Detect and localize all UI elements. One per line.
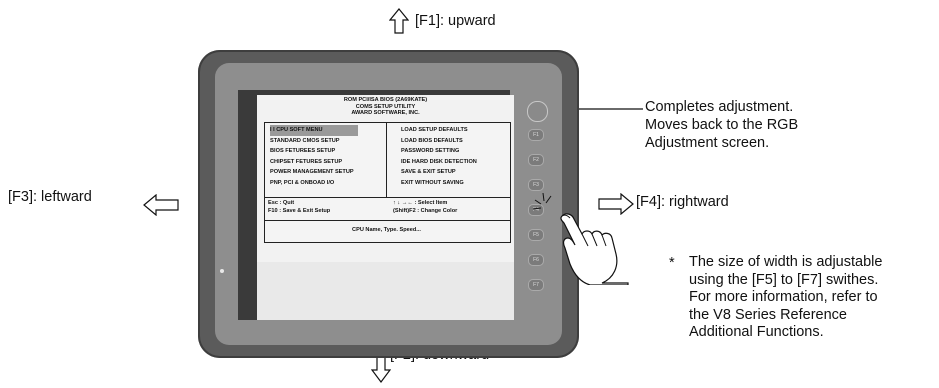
- note-line-4: the V8 Series Reference: [689, 306, 847, 323]
- note-line-5: Additional Functions.: [689, 324, 824, 340]
- screen-lower-area: [257, 262, 514, 320]
- bios-help-right: ↑ ↓ →← : Select Item (Shift)F2 : Change …: [393, 199, 457, 215]
- menu-item[interactable]: BIOS FETUREES SETUP: [270, 148, 336, 154]
- menu-item[interactable]: POWER MANAGEMENT SETUP: [270, 169, 354, 175]
- complete-line-1: Completes adjustment.: [645, 99, 794, 115]
- menu-item[interactable]: LOAD SETUP DEFAULTS: [401, 127, 468, 133]
- help-line: F10 : Save & Exit Setup: [268, 208, 331, 214]
- menu-item[interactable]: EXIT WITHOUT SAVING: [401, 179, 464, 186]
- f7-key[interactable]: F7: [528, 279, 544, 291]
- f6-key[interactable]: F6: [528, 254, 544, 266]
- menu-item[interactable]: CHIPSET FETURES SETUP: [270, 158, 343, 165]
- up-arrow: [389, 8, 409, 34]
- power-led: [220, 269, 224, 273]
- bios-menu-divider: [386, 122, 387, 197]
- f4-key[interactable]: F4: [528, 204, 544, 216]
- menu-item[interactable]: PNP, PCI & ONBOAD I/O: [270, 179, 335, 186]
- complete-line-3: Adjustment screen.: [645, 135, 770, 151]
- right-arrow: [598, 193, 634, 215]
- note-line-2: using the [F5] to [F7] swithes.: [689, 271, 879, 288]
- help-line: Esc : Quit: [268, 200, 295, 206]
- f2-key[interactable]: F2: [528, 154, 544, 166]
- menu-item[interactable]: IDE HARD DISK DETECTION: [401, 158, 477, 165]
- bios-title-line-3: AWARD SOFTWARE, INC.: [351, 110, 420, 117]
- menu-item[interactable]: I I CPU SOFT MENU: [270, 125, 358, 136]
- complete-line-2: Moves back to the RGB: [645, 117, 799, 133]
- f5-key[interactable]: F5: [528, 229, 544, 241]
- left-arrow: [143, 194, 179, 216]
- menu-round-button[interactable]: [527, 101, 548, 122]
- note-line-3: For more information, refer to: [689, 289, 878, 305]
- left-label: [F3]: leftward: [8, 189, 92, 205]
- note-star: *: [669, 255, 675, 271]
- bios-status: CPU Name, Type. Speed...: [352, 227, 421, 233]
- f1-key[interactable]: F1: [528, 129, 544, 141]
- bios-menu-right: LOAD SETUP DEFAULTS LOAD BIOS DEFAULTS P…: [401, 125, 477, 188]
- help-line: (Shift)F2 : Change Color: [393, 208, 458, 214]
- up-label: [F1]: upward: [415, 13, 496, 29]
- bios-title: ROM PCI/ISA BIOS (2A69KATE) COMS SETUP U…: [257, 97, 514, 117]
- menu-item[interactable]: SAVE & EXIT SETUP: [401, 169, 456, 175]
- menu-item[interactable]: PASSWORD SETTING: [401, 148, 460, 154]
- bios-menu-box: [264, 122, 511, 198]
- menu-item[interactable]: STANDARD CMOS SETUP: [270, 137, 340, 144]
- down-arrow: [371, 356, 391, 383]
- right-label: [F4]: rightward: [636, 194, 729, 210]
- bios-status-box: [264, 220, 511, 243]
- help-line: ↑ ↓ →← : Select Item: [393, 200, 448, 206]
- menu-item[interactable]: LOAD BIOS DEFAULTS: [401, 137, 463, 144]
- note-line-1: The size of width is adjustable: [689, 254, 883, 270]
- bios-title-line-1: ROM PCI/ISA BIOS (2A69KATE): [343, 97, 428, 103]
- bios-title-line-2: COMS SETUP UTILITY: [355, 103, 416, 110]
- hand-icon: [532, 190, 632, 290]
- f3-key[interactable]: F3: [528, 179, 544, 191]
- bios-menu-left: I I CPU SOFT MENU STANDARD CMOS SETUP BI…: [270, 125, 358, 188]
- bios-help-left: Esc : Quit F10 : Save & Exit Setup: [268, 199, 330, 215]
- note-text: The size of width is adjustable using th…: [689, 254, 882, 342]
- complete-callout: Completes adjustment. Moves back to the …: [645, 98, 798, 152]
